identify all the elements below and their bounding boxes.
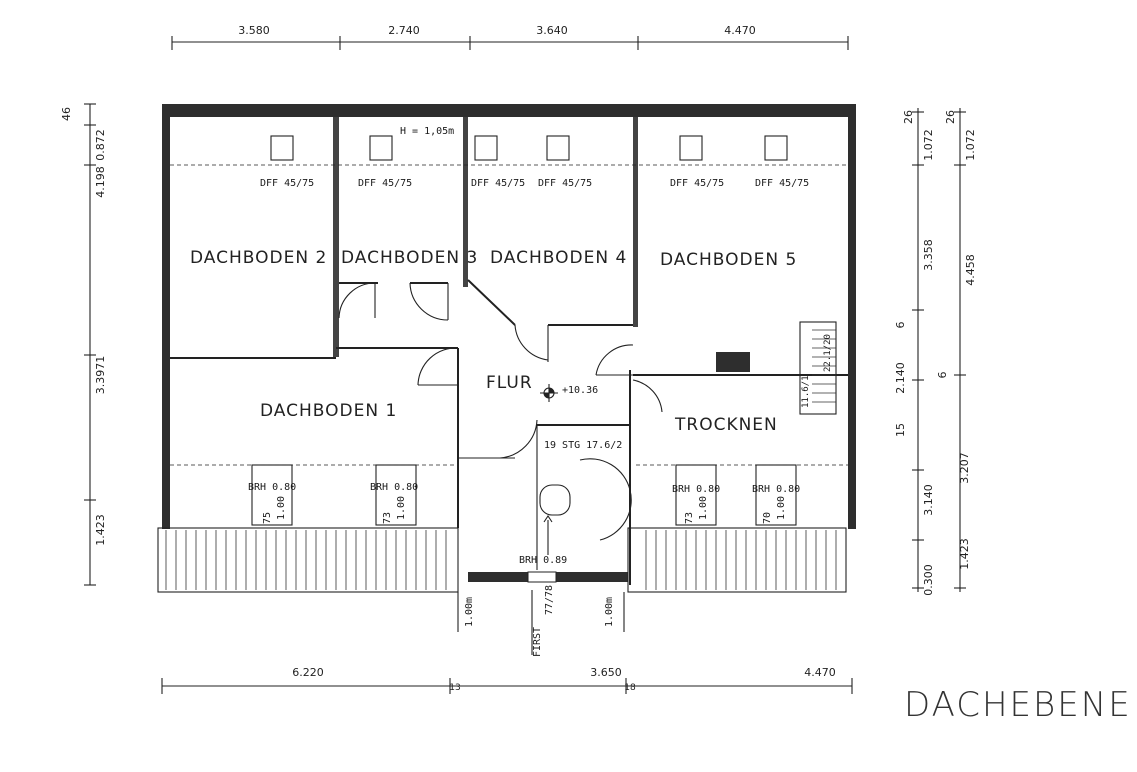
sill-height-2: 73 (382, 512, 393, 524)
dim-left-4: 3.3971 (94, 356, 107, 395)
dim-right-inner-10: 0.300 (922, 564, 935, 596)
left-dimension-chain: 46 0.872 4.198 3.3971 1.423 (60, 103, 107, 586)
inner-walls (170, 117, 848, 585)
dim-bottom-mark-2: 18 (624, 683, 636, 693)
window-height-2: 1.00 (396, 496, 407, 520)
brh-label-bottom: BRH 0.89 (519, 555, 567, 566)
sill-height-1: 75 (262, 512, 273, 524)
sill-height-4: 70 (762, 512, 773, 524)
room-label-dachboden-3: DACHBODEN 3 (341, 248, 478, 268)
stair (539, 484, 571, 555)
dormer-windows (170, 464, 848, 526)
dim-left-5: 1.423 (94, 514, 107, 546)
window-height-1: 1.00 (276, 496, 287, 520)
right-dimension-chain-inner: 26 1.072 3.358 6 2.140 15 3.207 3.140 1.… (894, 108, 971, 596)
dff-label-1: DFF 45/75 (260, 178, 314, 189)
room-label-flur: FLUR (486, 373, 533, 393)
height-note: H = 1,05m (400, 126, 454, 137)
dim-right-inner-3: 3.358 (922, 239, 935, 271)
dim-right-inner-1: 26 (902, 110, 915, 124)
window-height-3: 1.00 (698, 496, 709, 520)
eaves-hatching (165, 530, 837, 590)
dim-top-4: 4.470 (724, 24, 756, 37)
first-dims: 77/78 (544, 585, 555, 615)
dim-right-inner-8: 3.140 (922, 484, 935, 516)
dff-label-6: DFF 45/75 (755, 178, 809, 189)
top-dimension-chain: 3.580 2.740 3.640 4.470 (171, 24, 849, 50)
window-height-4: 1.00 (776, 496, 787, 520)
first-label: FIRST (532, 627, 543, 657)
dim-right-outer-2: 1.072 (964, 129, 977, 161)
room-label-dachboden-4: DACHBODEN 4 (490, 248, 627, 268)
brh-label-1: BRH 0.80 (248, 482, 296, 493)
dim-top-1: 3.580 (238, 24, 270, 37)
dim-left-3: 4.198 (94, 166, 107, 198)
room-label-dachboden-1: DACHBODEN 1 (260, 401, 397, 421)
door-swings (338, 282, 663, 541)
dim-right-inner-5: 2.140 (894, 362, 907, 394)
roof-windows (170, 135, 848, 166)
dim-bottom-2: 3.650 (590, 666, 622, 679)
room-label-dachboden-2: DACHBODEN 2 (190, 248, 327, 268)
dim-right-inner-6: 15 (894, 423, 907, 437)
dim-bottom-1: 6.220 (292, 666, 324, 679)
roof-eaves (157, 527, 847, 593)
dff-label-4: DFF 45/75 (538, 178, 592, 189)
brh-label-2: BRH 0.80 (370, 482, 418, 493)
door-width-left: 1.00m (464, 597, 475, 627)
outer-walls (162, 104, 856, 529)
dim-right-inner-4: 6 (894, 322, 907, 329)
dim-right-inner-2: 1.072 (922, 129, 935, 161)
stair-label: 19 STG 17.6/2 (544, 440, 622, 451)
level-label: +10.36 (562, 385, 598, 396)
dim-right-inner-7: 3.207 (958, 452, 971, 484)
dim-top-2: 2.740 (388, 24, 420, 37)
dim-top-3: 3.640 (536, 24, 568, 37)
door-width-right: 1.00m (604, 597, 615, 627)
level-marker (540, 384, 558, 402)
brh-label-3: BRH 0.80 (672, 484, 720, 495)
drawing-title: DACHEBENE 1 (904, 685, 1137, 725)
right-dimension-chain-outer: 26 1.072 4.458 6 (936, 108, 977, 592)
dff-label-2: DFF 45/75 (358, 178, 412, 189)
side-stair-label-2: 22.1/20 (823, 334, 833, 372)
bottom-dimension-chain: 6.220 3.650 4.470 13 18 (161, 666, 853, 694)
dim-right-outer-1: 26 (944, 110, 957, 124)
dim-left-2: 0.872 (94, 129, 107, 161)
room-label-trocknen: TROCKNEN (674, 415, 778, 435)
dim-right-outer-4: 6 (936, 372, 949, 379)
dim-left-1: 46 (60, 107, 73, 121)
brh-label-4: BRH 0.80 (752, 484, 800, 495)
side-stair (799, 321, 837, 415)
dff-label-5: DFF 45/75 (670, 178, 724, 189)
room-label-dachboden-5: DACHBODEN 5 (660, 250, 797, 270)
side-stair-label-1: 11.6/1 (801, 375, 811, 408)
dim-right-outer-3: 4.458 (964, 254, 977, 286)
dim-bottom-3: 4.470 (804, 666, 836, 679)
dff-label-3: DFF 45/75 (471, 178, 525, 189)
dim-right-inner-9: 1.423 (958, 538, 971, 570)
dim-bottom-mark-1: 13 (449, 683, 460, 693)
sill-height-3: 73 (684, 512, 695, 524)
